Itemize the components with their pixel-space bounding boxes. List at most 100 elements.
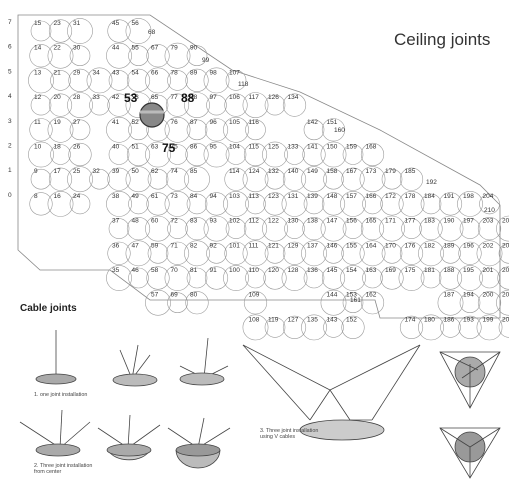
joint-label: 164	[366, 242, 377, 249]
joint-circle	[164, 265, 191, 291]
joint-label: 133	[288, 144, 299, 151]
joint-label: 96	[210, 119, 218, 126]
joint-circle	[185, 217, 209, 241]
joint-circle	[264, 317, 286, 338]
joint-circle	[459, 218, 481, 239]
joint-label: 146	[327, 242, 338, 249]
joint-circle	[303, 267, 325, 289]
ceiling-outline	[17, 14, 501, 319]
joint-circle	[147, 243, 169, 264]
joint-circle	[164, 190, 191, 217]
joint-label: 28	[73, 94, 81, 101]
joint-circle	[89, 168, 110, 190]
joint-circle	[264, 168, 286, 190]
joint-label: 132	[268, 168, 279, 175]
joint-label: 171	[385, 218, 396, 225]
joint-label: 18	[54, 144, 62, 151]
joint-label: 32	[93, 168, 101, 175]
joint-label: 175	[405, 267, 416, 274]
joint-circle	[437, 215, 464, 242]
joint-circle	[48, 93, 73, 117]
joint-circle	[262, 215, 288, 242]
joint-label-extra: 99	[202, 57, 210, 64]
joint-circle	[242, 314, 269, 341]
joint-label: 66	[151, 69, 159, 76]
joint-label: 186	[444, 316, 455, 323]
joint-label-extra: 192	[426, 179, 437, 186]
joint-circle	[165, 167, 190, 191]
joint-label: 129	[288, 242, 299, 249]
joint-label: 139	[307, 193, 318, 200]
caption-three-center: 2. Three joint installation from center	[34, 463, 93, 475]
joint-label: 107	[229, 69, 240, 76]
joint-circle	[301, 240, 327, 267]
joint-circle	[185, 291, 209, 315]
joint-label: 120	[268, 267, 279, 274]
joint-label: 206	[502, 292, 509, 299]
joint-circle	[458, 241, 482, 265]
joint-circle	[340, 190, 366, 217]
row-label: 0	[8, 192, 12, 199]
joint-circle	[126, 217, 151, 241]
joint-label: 36	[112, 242, 120, 249]
joint-label-extra: 68	[148, 29, 156, 36]
joint-circle	[225, 70, 247, 91]
joint-circle	[165, 93, 190, 117]
joint-label: 97	[210, 94, 218, 101]
joint-label: 143	[327, 316, 338, 323]
joint-circle	[282, 315, 307, 340]
joint-circle	[108, 218, 130, 239]
joint-label: 116	[249, 119, 260, 126]
joint-circle	[284, 144, 305, 165]
joint-label: 182	[424, 242, 435, 249]
joint-circle	[282, 167, 307, 191]
joint-circle	[320, 141, 347, 168]
joint-circle	[242, 240, 269, 267]
joint-circle	[48, 167, 73, 191]
joint-circle	[381, 243, 403, 264]
joint-circles	[28, 18, 509, 341]
caption-one-joint: 1. one joint installation	[34, 392, 88, 398]
joint-circle	[186, 267, 208, 289]
joint-label: 90	[190, 45, 198, 52]
row-label: 4	[8, 93, 12, 100]
row-label: 6	[8, 44, 12, 51]
cable-three-center-a	[19, 409, 91, 457]
joint-label: 105	[229, 119, 240, 126]
joint-label: 137	[307, 242, 318, 249]
joint-circle	[323, 168, 344, 190]
joint-circle	[440, 317, 461, 338]
joint-label: 140	[288, 168, 299, 175]
joint-label: 135	[307, 316, 318, 323]
joint-label: 44	[112, 45, 120, 52]
joint-circle	[167, 144, 188, 165]
joint-label: 26	[73, 144, 81, 151]
joint-label: 65	[151, 94, 159, 101]
joint-circle	[128, 267, 149, 289]
joint-label: 20	[54, 94, 62, 101]
joint-circle	[29, 192, 53, 216]
joint-label: 39	[112, 168, 120, 175]
joint-label: 75	[171, 144, 179, 151]
joint-label: 58	[151, 267, 159, 274]
joint-label: 166	[366, 193, 377, 200]
joint-label: 91	[210, 267, 218, 274]
joint-label: 203	[483, 218, 494, 225]
joint-label: 23	[54, 20, 62, 27]
joint-label: 136	[307, 267, 318, 274]
joint-label: 80	[190, 292, 198, 299]
joint-label: 69	[171, 292, 179, 299]
joint-circle	[360, 291, 385, 315]
joint-circle	[106, 190, 132, 217]
joint-circle	[28, 67, 54, 94]
row-label: 2	[8, 143, 12, 150]
joint-circle	[321, 118, 346, 142]
joint-label: 150	[327, 144, 338, 151]
row-label: 7	[8, 19, 12, 26]
joint-circle	[362, 267, 383, 289]
joint-circle	[301, 314, 327, 341]
joint-circle	[203, 67, 230, 94]
joint-circle	[30, 94, 52, 116]
cable-v-cables	[242, 344, 421, 441]
joint-circle	[167, 70, 188, 91]
